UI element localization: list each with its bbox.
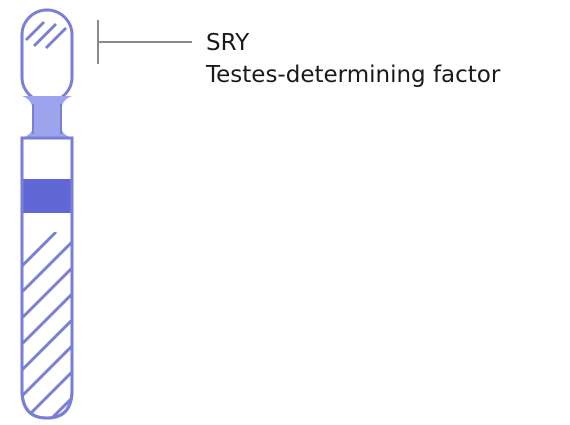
dark-band bbox=[22, 179, 72, 213]
chromosome-short-arm bbox=[20, 8, 74, 104]
gene-symbol-label: SRY bbox=[206, 30, 250, 56]
chromosome-long-arm bbox=[20, 136, 74, 420]
short-arm-hatch bbox=[24, 20, 68, 50]
long-arm-hatch bbox=[22, 232, 72, 418]
chromosome-centromere bbox=[22, 96, 72, 138]
gene-marker bbox=[97, 20, 192, 64]
gene-name-label: Testes-determining factor bbox=[205, 62, 501, 88]
